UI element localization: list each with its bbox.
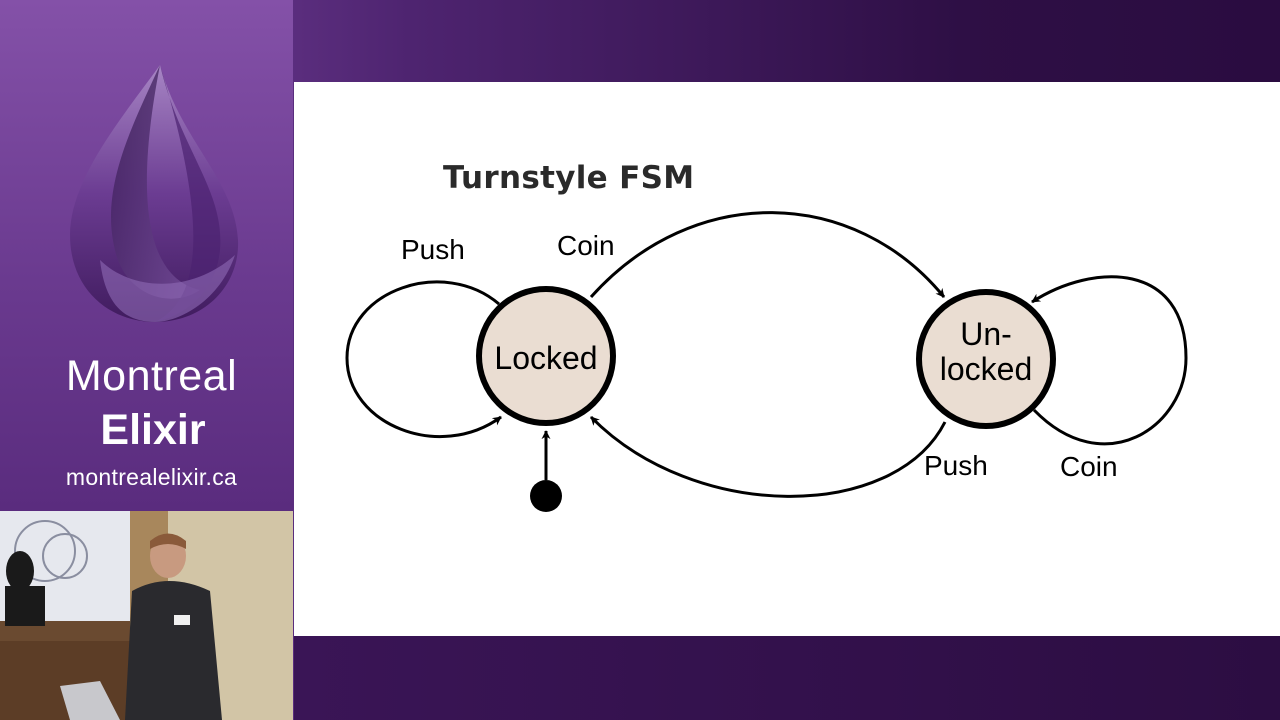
state-locked-label: Locked	[494, 340, 597, 376]
label-coin-to-unlocked: Coin	[557, 230, 615, 261]
slide: Turnstyle FSM Locked Un- locked Pus	[294, 82, 1280, 636]
state-unlocked-label-line2: locked	[940, 351, 1033, 387]
initial-state-dot	[530, 480, 562, 512]
label-push-to-locked: Push	[924, 450, 988, 481]
transition-unlocked-coin-self-loop	[1031, 275, 1188, 446]
fsm-diagram: Locked Un- locked Push Coin Push Coin	[345, 211, 1188, 512]
elixir-drop-logo-icon	[70, 65, 239, 322]
brand-url: montrealelixir.ca	[65, 464, 238, 490]
brand-line-montreal: Montreal	[65, 352, 238, 400]
speaker-camera-feed	[0, 511, 293, 720]
label-push-self-loop: Push	[401, 234, 465, 265]
branding-sidebar: Montreal Elixir montrealelixir.ca	[0, 0, 293, 511]
state-unlocked-label-line1: Un-	[960, 316, 1012, 352]
brand-line-elixir: Elixir	[100, 406, 206, 454]
bottom-bar	[294, 636, 1280, 720]
state-unlocked: Un- locked	[916, 289, 1056, 429]
transition-unlocked-to-locked-push	[589, 415, 947, 498]
transition-locked-to-unlocked-coin	[589, 211, 946, 299]
transition-locked-push-self-loop	[345, 280, 502, 439]
label-coin-self-loop: Coin	[1060, 451, 1118, 482]
speaker-video-image	[0, 511, 293, 720]
slide-title: Turnstyle FSM	[443, 160, 695, 196]
state-locked: Locked	[476, 286, 616, 426]
